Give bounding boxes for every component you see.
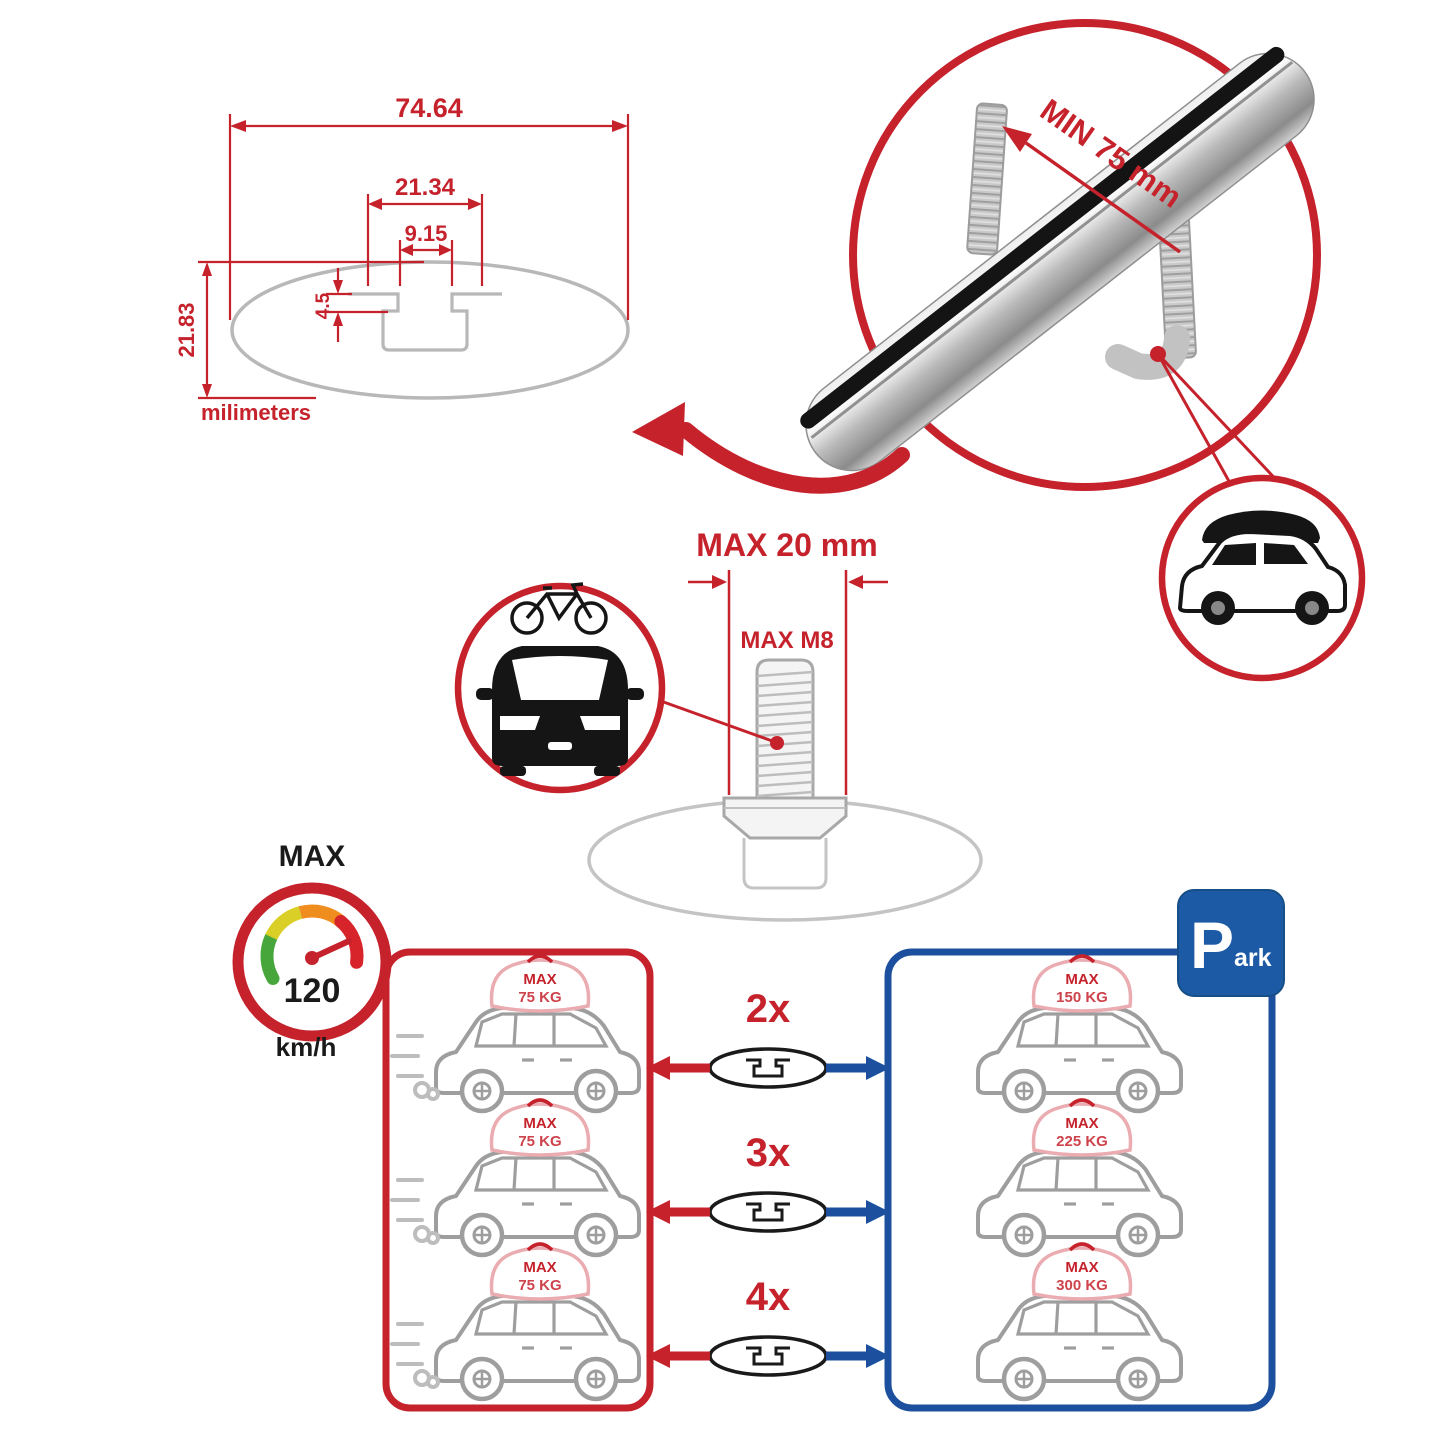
- parking-sign-board: [1177, 889, 1285, 997]
- max-thread-label: MAX M8: [740, 627, 833, 654]
- bolt-leader-line: [657, 698, 776, 744]
- count-label: 3x: [746, 1131, 791, 1175]
- cargo-max-label: MAX: [1065, 971, 1098, 988]
- crossbar-count-row-2: 3x: [646, 1131, 890, 1233]
- parking-sign: P ark: [1177, 889, 1285, 997]
- count-label: 4x: [746, 1275, 791, 1319]
- bolt-threads: [756, 670, 814, 798]
- cargo-max-label: MAX: [1065, 1115, 1098, 1132]
- dimension-slot-outer: [366, 194, 484, 286]
- cargo-weight-label: 75 KG: [518, 1277, 561, 1294]
- crossbar-section-icon: [708, 1335, 828, 1377]
- crossbar-count-row-1: 2x: [646, 987, 890, 1089]
- max-width-label: MAX 20 mm: [696, 527, 877, 563]
- driving-car-row-2: MAX 75 KG: [390, 1098, 639, 1255]
- cargo-weight-label: 150 KG: [1056, 989, 1108, 1006]
- dimension-total-height: [198, 260, 424, 400]
- count-label: 2x: [746, 987, 791, 1031]
- unit-label: milimeters: [201, 400, 311, 425]
- bolt-shaft: [755, 658, 815, 800]
- max-width-dimension: [688, 570, 888, 795]
- cargo-max-label: MAX: [523, 971, 556, 988]
- cargo-max-label: MAX: [523, 1259, 556, 1276]
- bolt-detail: MAX 20 mm MAX M8: [454, 527, 983, 922]
- arrow-left-head: [646, 1200, 670, 1224]
- dim-slot-depth-label: 4.5: [313, 292, 334, 319]
- driving-car-row-3: MAX 75 KG: [390, 1242, 639, 1399]
- crossbar-section-icon: [708, 1191, 828, 1233]
- parking-sign-suffix: ark: [1234, 944, 1272, 972]
- profile-dimension-diagram: 74.64 21.34 9.15 4.5: [174, 93, 630, 425]
- dimension-total-width: [228, 114, 630, 320]
- leader-line-1: [1156, 353, 1237, 493]
- bolt-anchor-dot: [770, 736, 784, 750]
- suv-roofbox-icon: [1177, 510, 1347, 625]
- crossbar-detail: MIN 75 mm: [632, 19, 1366, 682]
- arrow-right-head: [866, 1056, 890, 1080]
- crossbar-section-icon: [708, 1047, 828, 1089]
- crossbar-count-row-3: 4x: [646, 1275, 890, 1377]
- speedometer-gauge: [260, 904, 364, 985]
- parking-sign-p: P: [1190, 908, 1234, 982]
- speedometer-pivot: [305, 951, 319, 965]
- dim-total-width-label: 74.64: [395, 93, 463, 123]
- cargo-weight-label: 75 KG: [518, 989, 561, 1006]
- dimension-slot-depth: [326, 268, 388, 342]
- cargo-weight-label: 225 KG: [1056, 1133, 1108, 1150]
- speed-limit: MAX 120 km/h: [232, 840, 392, 1062]
- arrow-left-head: [646, 1056, 670, 1080]
- cargo-weight-label: 75 KG: [518, 1133, 561, 1150]
- clamp-strap-left: [966, 102, 1008, 256]
- crossbar-photo: [800, 46, 1315, 472]
- dim-slot-inner-label: 9.15: [405, 221, 448, 246]
- arrow-right-head: [866, 1344, 890, 1368]
- min-clamp-arrowhead: [1002, 126, 1032, 152]
- parking-car-row-1: MAX 150 KG: [978, 954, 1181, 1111]
- bolt-flange: [722, 796, 848, 840]
- car-bike-icon: [476, 582, 644, 776]
- speed-value: 120: [284, 972, 341, 1010]
- curved-arrowhead: [632, 402, 685, 456]
- leader-line-2: [1156, 352, 1285, 489]
- arrow-right-head: [866, 1200, 890, 1224]
- arrow-left-head: [646, 1344, 670, 1368]
- bolt-profile-channel: [742, 838, 828, 890]
- curved-arrow: [678, 422, 910, 494]
- speed-max-label: MAX: [279, 840, 346, 873]
- cargo-max-label: MAX: [1065, 1259, 1098, 1276]
- min-clamp-arrow: [1024, 141, 1182, 254]
- profile-t-slot: [348, 292, 502, 352]
- driving-car-row-1: MAX 75 KG: [390, 954, 639, 1111]
- cargo-weight-label: 300 KG: [1056, 1277, 1108, 1294]
- dim-slot-outer-label: 21.34: [395, 174, 456, 201]
- speed-unit: km/h: [276, 1032, 337, 1062]
- dim-total-height-label: 21.83: [174, 302, 199, 357]
- parking-car-row-2: MAX 225 KG: [978, 1098, 1181, 1255]
- parking-car-row-3: MAX 300 KG: [978, 1242, 1181, 1399]
- cargo-max-label: MAX: [523, 1115, 556, 1132]
